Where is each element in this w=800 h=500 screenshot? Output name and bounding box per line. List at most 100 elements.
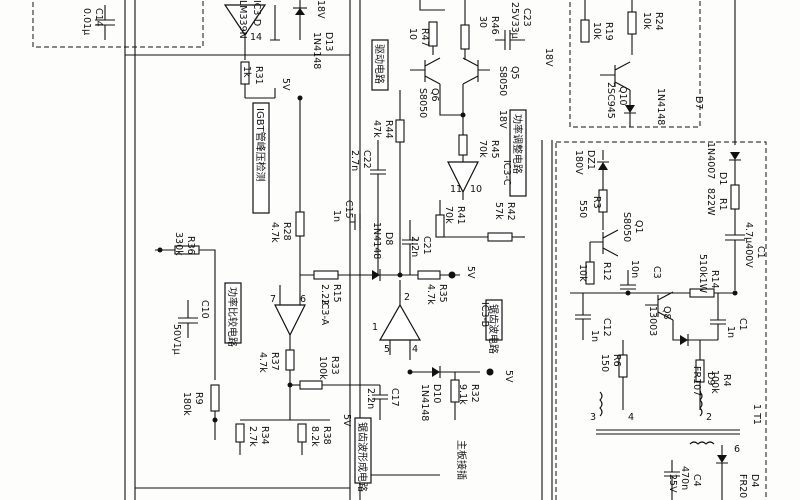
r45-value: 70k	[477, 140, 488, 158]
d9-value: FR107	[691, 366, 702, 396]
driver-output-wire	[439, 84, 464, 116]
r3-resistor	[598, 189, 608, 230]
d13-value: 1N4148	[311, 32, 322, 69]
r37-label: R37	[269, 352, 280, 371]
terminal-5v	[486, 368, 494, 376]
d7-label: D7	[693, 96, 704, 109]
c1-label: C1	[737, 318, 748, 331]
r19-resistor	[580, 0, 590, 43]
r44-value: 47k	[371, 120, 382, 138]
ic3a-comparator	[274, 285, 306, 350]
pin4-label: 4	[412, 344, 418, 355]
t1-transformer	[596, 391, 740, 445]
r31-label: R31	[253, 66, 264, 85]
r34-resistor	[235, 419, 330, 455]
18v-label-b: 18V	[543, 48, 554, 67]
r19-label: R19	[603, 22, 614, 41]
c14-dashed-group	[32, 0, 204, 48]
r34-value: 2.7k	[247, 426, 258, 447]
r9-value: 180k	[181, 392, 192, 416]
d1-diode	[729, 152, 741, 185]
lm339-label: LM339N	[237, 0, 248, 39]
q10-value: 2SC945	[605, 82, 616, 119]
pin2-label: 2	[404, 292, 410, 303]
junction-dot	[397, 272, 403, 278]
mainboard-connector-label: 主板接插	[455, 440, 468, 480]
pin6-label: 6	[300, 294, 306, 305]
ic3b-comparator	[378, 280, 422, 360]
r31-value: 1k	[241, 66, 252, 78]
r6-resistor	[618, 340, 628, 410]
c10-value: 50V1μ	[171, 324, 182, 355]
r36-label: R36	[185, 236, 196, 255]
c1-top-label: C1	[755, 246, 766, 259]
r6-value: 150	[599, 354, 610, 372]
driver-label: 驱动电路	[373, 44, 386, 84]
dz1-value: 180V	[573, 150, 584, 175]
q10-dashed-group	[569, 0, 701, 128]
r41-value: 70k	[443, 206, 454, 224]
c14-value: 0.01μ	[81, 8, 92, 35]
r1-resistor	[730, 184, 740, 235]
r15-value: 2.22	[319, 284, 330, 305]
d1-label: D1	[717, 172, 728, 185]
d7-value: 1N4148	[655, 88, 666, 125]
c22-capacitor	[370, 140, 386, 275]
r33-value: 100k	[317, 356, 328, 380]
c4-voltage: 25V	[667, 474, 678, 493]
q5-value: S8050	[497, 66, 508, 96]
r35-resistor	[417, 270, 441, 280]
r47-value: 10	[407, 28, 418, 40]
c23-capacitor	[495, 30, 525, 50]
r31-resistor	[240, 61, 276, 99]
t1-pin2: 2	[706, 412, 712, 423]
r12-value: 10k	[577, 264, 588, 282]
d8-label: D8	[383, 232, 394, 245]
t1-label: 1 T1	[751, 404, 762, 425]
q8-transistor	[645, 291, 674, 321]
q1-value: S8050	[621, 212, 632, 242]
q5-transistor	[462, 57, 490, 85]
power-adjust-box	[509, 109, 527, 197]
c21-capacitor	[402, 220, 418, 275]
c3-capacitor	[620, 270, 636, 290]
driver-box	[371, 39, 389, 91]
q8-value: 13003	[647, 306, 658, 336]
r33-resistor	[290, 380, 380, 390]
d10-diode	[410, 366, 480, 378]
r47-label: R47	[419, 28, 430, 47]
r24-value: 10k	[641, 12, 652, 30]
r4-resistor	[695, 340, 705, 410]
d7-diode	[624, 90, 636, 127]
d4-value: FR20	[737, 474, 748, 498]
junction-dot	[732, 290, 738, 296]
pin5-label: 5	[384, 344, 390, 355]
r3-label: R3	[591, 196, 602, 209]
sawtooth-box	[485, 299, 503, 341]
junction-dot	[287, 382, 293, 388]
ic3c-label: IC3-C	[501, 160, 512, 186]
c15-label: C15	[343, 200, 354, 219]
igbt-detect-label: IGBT管峰压检测	[254, 108, 267, 182]
r28-label: R28	[281, 222, 292, 241]
r14-value: 510k1W	[697, 254, 708, 294]
r42-resistor	[470, 232, 525, 242]
q5-label: Q5	[509, 66, 520, 80]
r33-label: R33	[329, 356, 340, 375]
r3-value: 550	[577, 200, 588, 218]
r41-resistor	[435, 200, 470, 238]
5v-label-b: 5V	[341, 414, 352, 427]
q10-label: Q10	[617, 86, 628, 106]
r44-label: R44	[383, 120, 394, 139]
r4-label: R4	[721, 374, 732, 387]
r36-value: 330k	[173, 232, 184, 256]
r46-label: R46	[489, 16, 500, 35]
q8-label: Q8	[661, 306, 672, 320]
r19-value: 10k	[591, 22, 602, 40]
c12-value: 1n	[589, 330, 600, 342]
r15-label: R15	[331, 284, 342, 303]
pin1-label: 1	[372, 322, 378, 333]
r45-label: R45	[489, 140, 500, 159]
junction-dot	[212, 417, 218, 423]
